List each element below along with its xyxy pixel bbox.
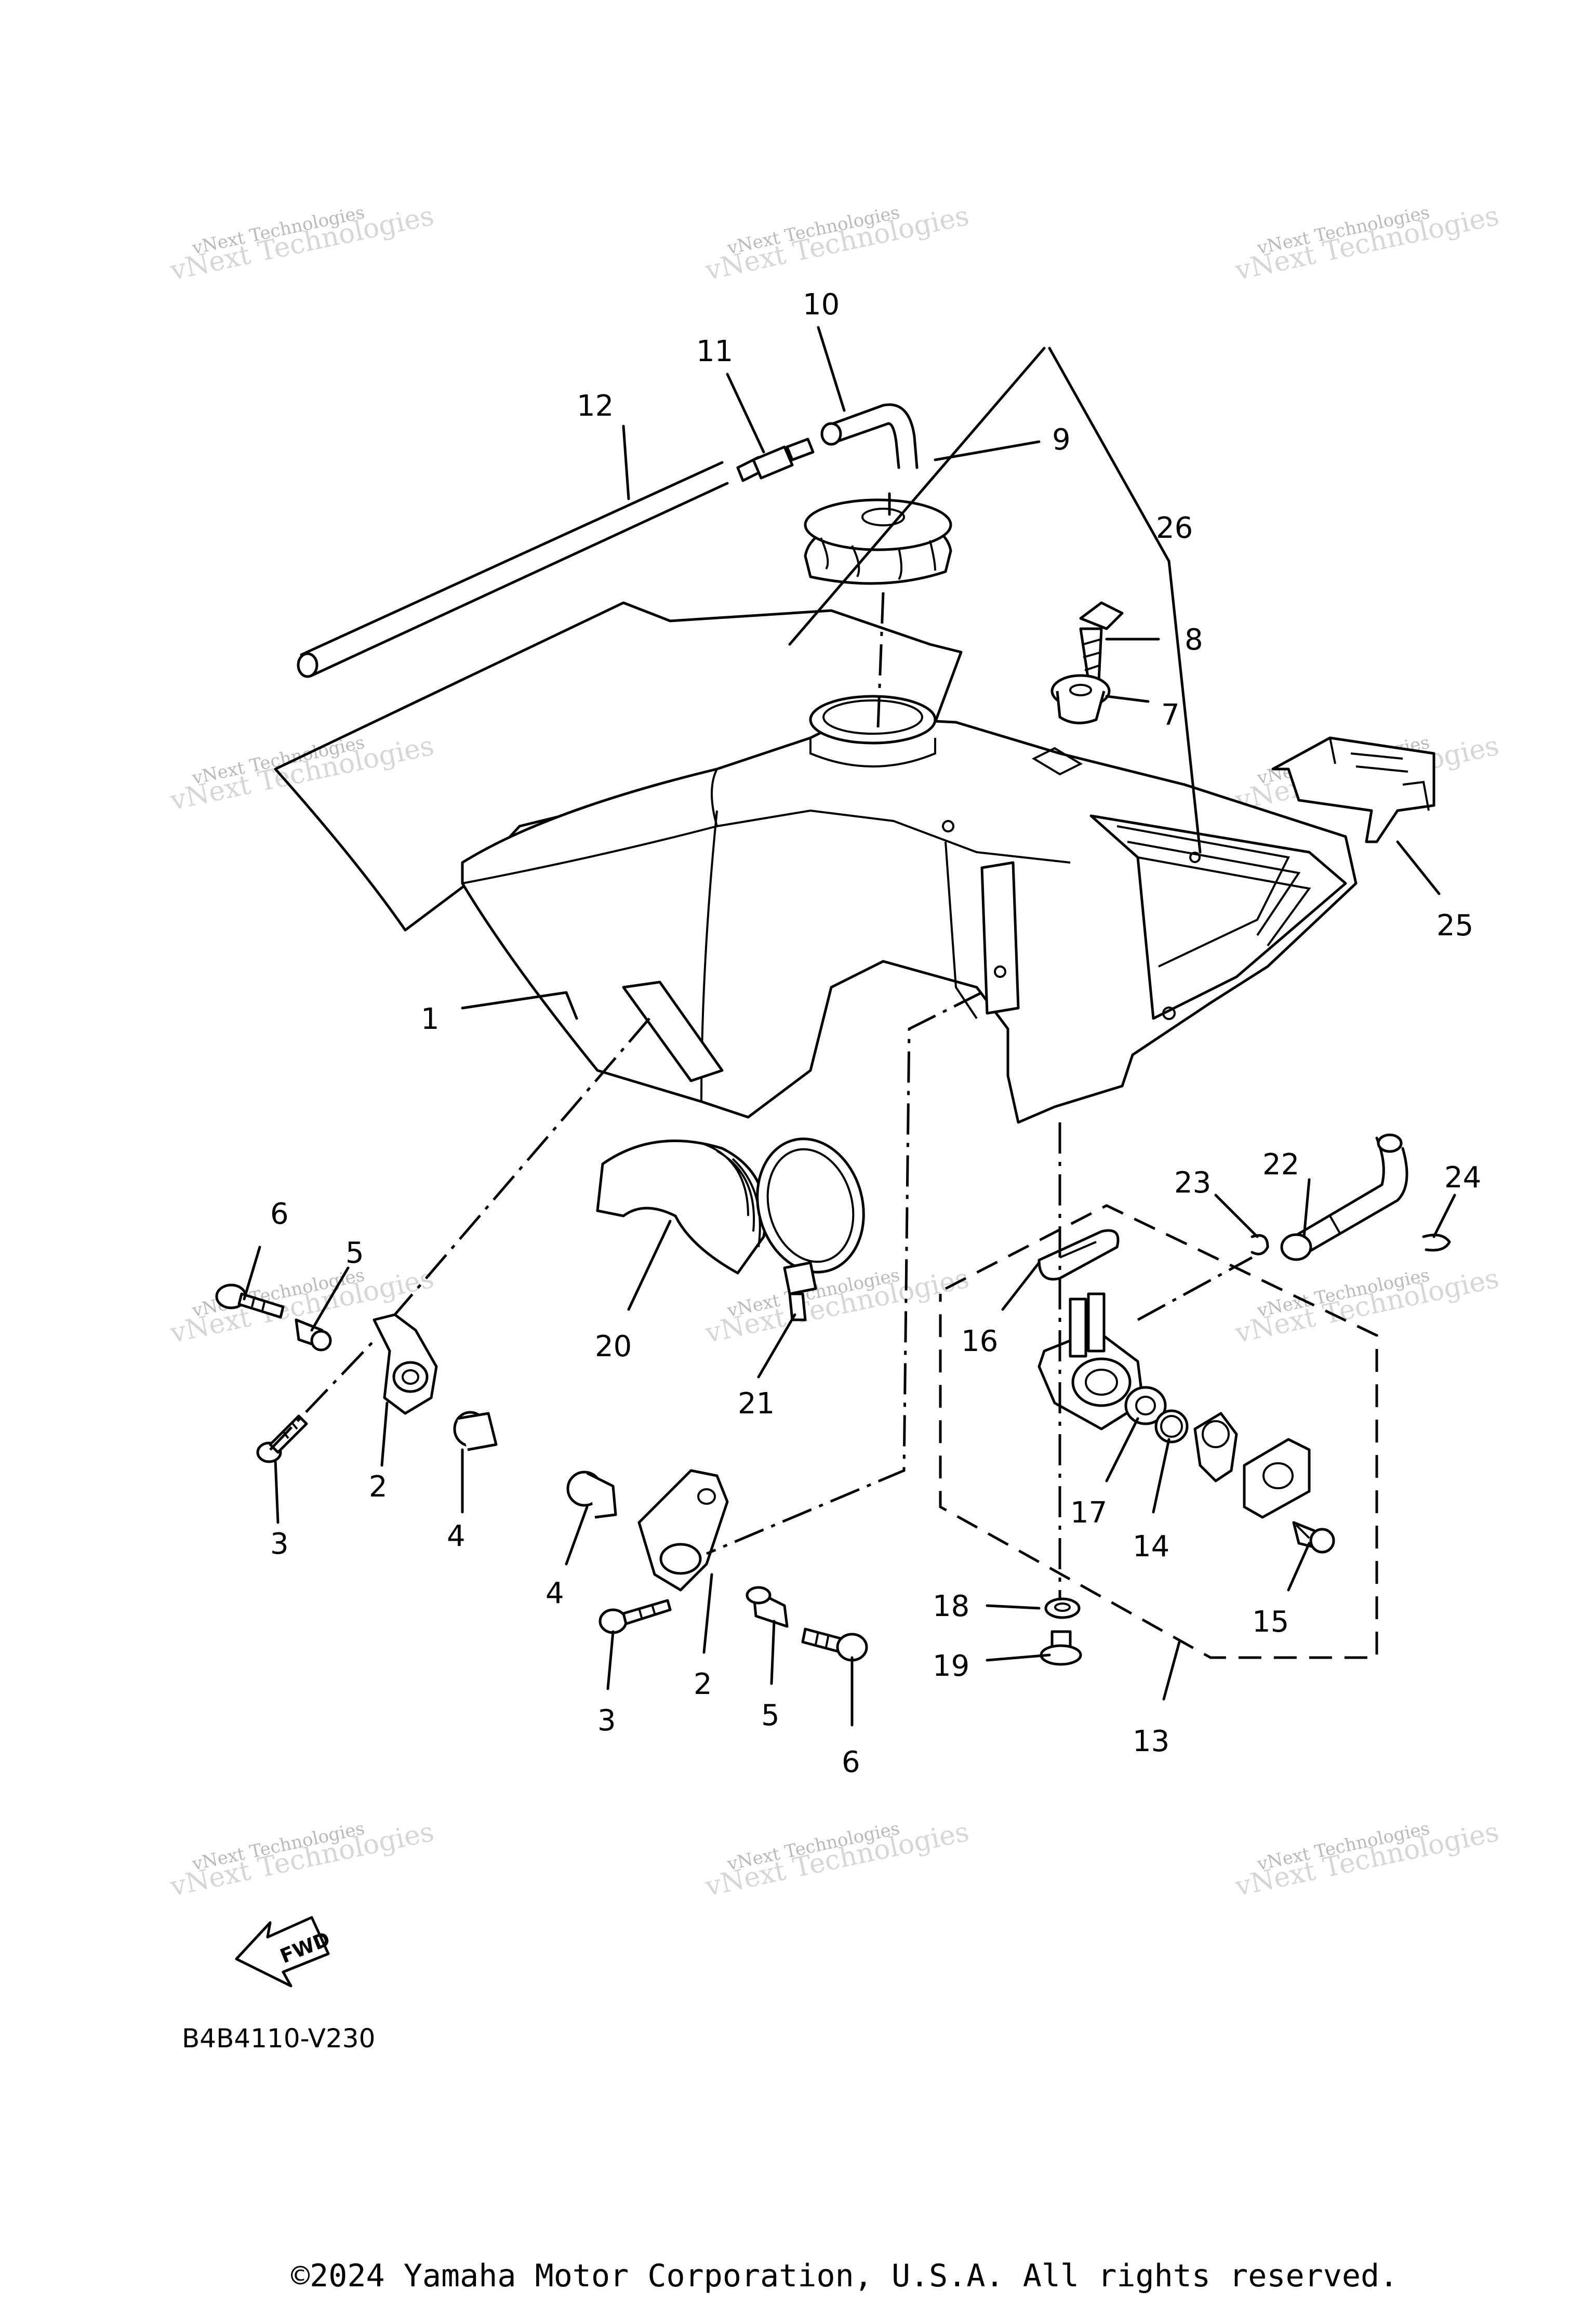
- callout-24: 24: [1444, 1161, 1481, 1195]
- callout-14: 14: [1133, 1530, 1169, 1564]
- protector-20: [596, 1139, 767, 1275]
- centerline-left-mount: [394, 1017, 650, 1316]
- watermark-bottom-center: vNext Technologies vNext Technologies: [702, 1816, 972, 1902]
- callout-26: 26: [1156, 511, 1193, 545]
- callout-17: 17: [1070, 1496, 1107, 1530]
- callout-19: 19: [933, 1649, 969, 1683]
- callout-2-left: 2: [369, 1470, 388, 1504]
- callout-4-right: 4: [546, 1577, 564, 1610]
- washer-18: [1044, 1597, 1081, 1619]
- clamp-21: [756, 1137, 865, 1321]
- screw-8: [1079, 601, 1124, 682]
- damper-4-left: [453, 1411, 498, 1451]
- screw-15: [1292, 1521, 1335, 1554]
- watermark-mid-left: vNext Technologies vNext Technologies: [167, 730, 437, 816]
- callout-3-right: 3: [597, 1704, 616, 1738]
- diagram-code: B4B4110-V230: [182, 2023, 375, 2054]
- bracket-2-left: [373, 1313, 438, 1415]
- cover-plate: [1243, 1438, 1311, 1519]
- callout-11: 11: [696, 335, 733, 368]
- callout-13: 13: [1133, 1725, 1169, 1758]
- fuel-hose-22: [1280, 1133, 1408, 1261]
- callout-21: 21: [738, 1387, 775, 1421]
- callout-18: 18: [933, 1590, 969, 1623]
- centerline-hose: [1137, 1256, 1253, 1321]
- centerline-right-mount: [706, 991, 983, 1555]
- collar-5-right: [746, 1586, 789, 1628]
- watermark-bottom-left: vNext Technologies vNext Technologies: [167, 1816, 437, 1902]
- watermark-top-left: vNext Technologies vNext Technologies: [167, 200, 437, 286]
- callout-10: 10: [803, 288, 840, 322]
- joint-11: [736, 438, 815, 482]
- clip-23: [1251, 1234, 1269, 1255]
- callout-5-right: 5: [761, 1699, 780, 1732]
- callout-6-right: 6: [842, 1745, 860, 1779]
- copyright-notice: ©2024 Yamaha Motor Corporation, U.S.A. A…: [291, 2258, 1399, 2294]
- bolt-6-right: [801, 1627, 868, 1662]
- callout-5-left: 5: [345, 1236, 364, 1270]
- gasket-16: [1038, 1229, 1120, 1281]
- tank-graphic-decal: [274, 601, 963, 932]
- damper-7: [1050, 674, 1111, 724]
- callout-6-left: 6: [270, 1197, 289, 1231]
- watermark-bottom-right: vNext Technologies vNext Technologies: [1232, 1816, 1502, 1902]
- strainer-17: [1124, 1386, 1167, 1425]
- bolt-6-left: [215, 1283, 285, 1319]
- bracket-25: [1271, 736, 1435, 843]
- breather-hose-12: [297, 461, 729, 678]
- forward-direction-arrow: FWD: [235, 1916, 334, 1988]
- breather-pipe-10: [820, 403, 919, 469]
- callout-3-left: 3: [270, 1527, 289, 1561]
- centerline-cap: [876, 592, 885, 728]
- callout-9: 9: [1052, 423, 1071, 457]
- callout-4-left: 4: [447, 1519, 466, 1553]
- drain-bolt-19: [1040, 1630, 1082, 1666]
- callout-7: 7: [1161, 698, 1180, 732]
- callout-2-right: 2: [694, 1667, 712, 1701]
- centerline-left-bolt: [269, 1340, 375, 1451]
- callout-1: 1: [421, 1002, 440, 1036]
- damper-4-right: [566, 1471, 617, 1519]
- callout-16: 16: [961, 1325, 998, 1358]
- callouts: 1 2 2 3 3 4 4 5 5 6 6 7 8 9 10 11 12 13 …: [270, 288, 1481, 1779]
- fuel-cap: [804, 492, 952, 585]
- callout-22: 22: [1262, 1148, 1299, 1182]
- callout-25: 25: [1437, 909, 1473, 943]
- watermark-low-right: vNext Technologies vNext Technologies: [1232, 1263, 1502, 1349]
- leader-lines: [243, 326, 1456, 1727]
- clip-24: [1422, 1234, 1451, 1252]
- o-ring-14: [1154, 1409, 1189, 1444]
- callout-20: 20: [595, 1330, 632, 1363]
- watermark-top-right: vNext Technologies vNext Technologies: [1232, 200, 1502, 286]
- callout-12: 12: [577, 389, 614, 423]
- bracket-2-right: [637, 1469, 729, 1592]
- callout-23: 23: [1174, 1166, 1211, 1200]
- fuel-cock-body: [1038, 1292, 1145, 1431]
- callout-8: 8: [1185, 623, 1203, 657]
- watermark-top-center: vNext Technologies vNext Technologies: [702, 200, 972, 286]
- callout-15: 15: [1252, 1605, 1289, 1639]
- fuel-tank: [461, 695, 1358, 1124]
- fuel-cock-assembly-box: [939, 1204, 1378, 1659]
- bolt-3-right: [598, 1599, 672, 1634]
- lever-knob: [1193, 1412, 1238, 1482]
- collar-5-left: [295, 1318, 332, 1352]
